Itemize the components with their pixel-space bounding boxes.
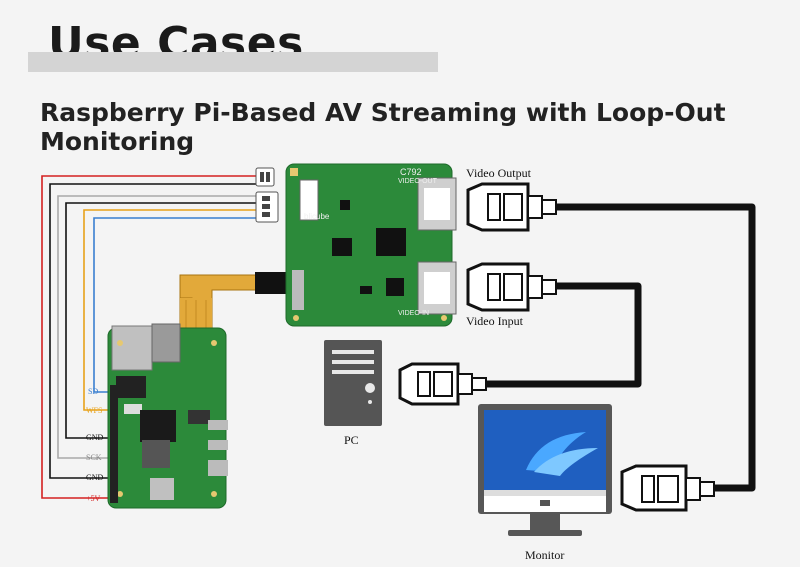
wire-5v: [41, 175, 258, 499]
hdmi-plug-output: [466, 182, 557, 232]
pin-label-sd: SD: [88, 387, 99, 396]
pc-tower-icon: [324, 340, 382, 426]
c792-board: [285, 163, 457, 327]
pin-label-gnd-1: GND: [86, 433, 104, 442]
wire-wfs: [83, 209, 258, 411]
hdmi-cables: [486, 203, 756, 492]
hdmi-plug-input: [466, 262, 557, 312]
title-underline-bar: [28, 52, 438, 72]
board-brand-label: blicube: [304, 212, 330, 221]
label-video-input: Video Input: [466, 314, 523, 328]
wire-sck: [57, 195, 258, 459]
page-subtitle: Raspberry Pi-Based AV Streaming with Loo…: [40, 98, 726, 156]
pin-label-5v: +5V: [86, 494, 101, 503]
board-port-video-out: VIDEO-OUT: [398, 178, 437, 185]
hdmi-plug-pc: [398, 362, 487, 406]
board-port-video-in: VIDEO-IN: [398, 310, 430, 317]
label-video-output: Video Output: [466, 166, 531, 180]
monitor-icon: [478, 404, 612, 536]
wire-sd: [93, 217, 258, 393]
label-pc: PC: [344, 433, 359, 447]
label-monitor: Monitor: [525, 548, 565, 562]
pin-label-wfs: WFS: [86, 406, 103, 415]
hdmi-plug-monitor: [620, 464, 715, 512]
i2s-connectors: [255, 167, 279, 223]
raspberry-pi-board: [107, 323, 228, 509]
board-model-label: C792: [400, 167, 422, 177]
wire-gnd-2: [65, 202, 258, 439]
wire-gnd-1: [49, 183, 258, 479]
pin-label-gnd-2: GND: [86, 473, 104, 482]
i2s-wires: [41, 175, 258, 499]
pin-label-sck: SCK: [86, 453, 102, 462]
